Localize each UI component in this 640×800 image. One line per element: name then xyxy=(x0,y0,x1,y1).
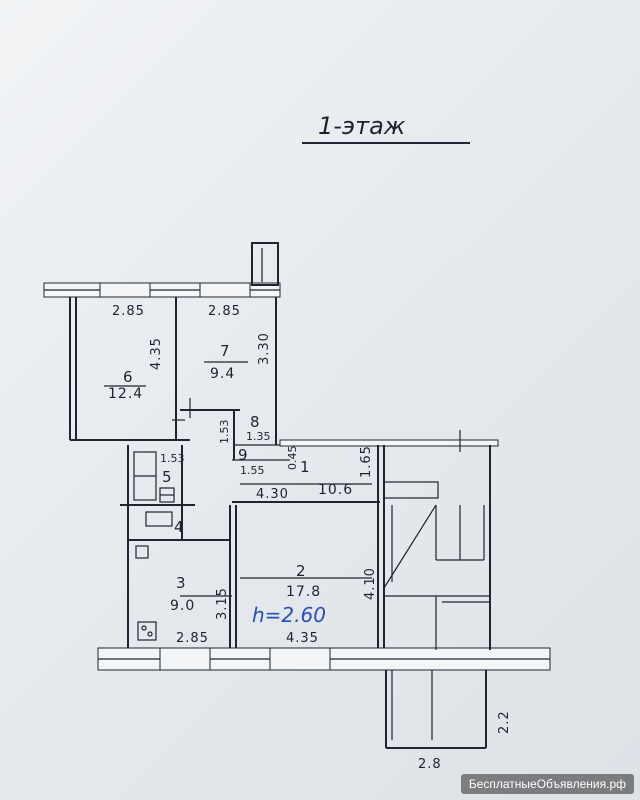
room8-number: 8 xyxy=(250,413,260,431)
room9-depth-label: 0.45 xyxy=(286,446,299,471)
ventilation-shaft xyxy=(251,242,279,286)
room2-depth-label: 4.10 xyxy=(363,567,378,600)
room3-number: 3 xyxy=(176,574,186,592)
room1-number: 1 xyxy=(300,458,310,476)
room2-width-label: 4.35 xyxy=(286,631,319,646)
hall-width-label: 4.30 xyxy=(256,487,289,502)
stair-landing-box xyxy=(383,481,439,499)
room2-number: 2 xyxy=(296,562,306,580)
window-room2 xyxy=(269,647,331,671)
room6-depth-label: 4.35 xyxy=(149,337,164,370)
room7-number: 7 xyxy=(220,342,230,360)
room7-width-label: 2.85 xyxy=(208,304,241,319)
room6-area: 12.4 xyxy=(108,386,143,402)
porch-width-label: 2.8 xyxy=(418,757,442,772)
window-room7 xyxy=(199,282,251,298)
kitchen-fixture xyxy=(135,545,149,559)
room3-depth-label: 3.15 xyxy=(215,587,230,620)
room9-width-label: 1.55 xyxy=(240,464,265,477)
sink xyxy=(145,511,173,527)
porch-depth-label: 2.2 xyxy=(497,710,512,734)
room6-width-label: 2.85 xyxy=(112,304,145,319)
stair-top-wall xyxy=(279,439,499,447)
ceiling-height-note: h=2.60 xyxy=(252,603,326,627)
room4-number: 4 xyxy=(174,518,184,536)
window-room6 xyxy=(99,282,151,298)
stove xyxy=(137,621,157,641)
room9-number: 9 xyxy=(238,446,248,464)
plan-title: 1-этаж xyxy=(318,112,406,140)
hall-depth-label: 1.65 xyxy=(359,445,374,478)
room6-number: 6 xyxy=(123,368,133,386)
watermark: БесплатныеОбъявления.рф xyxy=(460,774,634,794)
stove-burner-1 xyxy=(141,625,147,631)
room8-width-label: 1.35 xyxy=(246,430,271,443)
room3-width-label: 2.85 xyxy=(176,631,209,646)
stove-burner-2 xyxy=(147,631,153,637)
room3-area: 9.0 xyxy=(170,598,195,614)
room8-depth-label: 1.53 xyxy=(218,420,231,445)
stair-diagonal xyxy=(383,504,437,589)
room7-depth-label: 3.30 xyxy=(257,332,272,365)
room1-area: 10.6 xyxy=(318,482,353,498)
room7-area: 9.4 xyxy=(210,366,235,382)
window-room3 xyxy=(159,647,211,671)
room5-number: 5 xyxy=(162,468,172,486)
bath-width-label: 1.53 xyxy=(160,452,185,465)
room2-area: 17.8 xyxy=(286,584,321,600)
